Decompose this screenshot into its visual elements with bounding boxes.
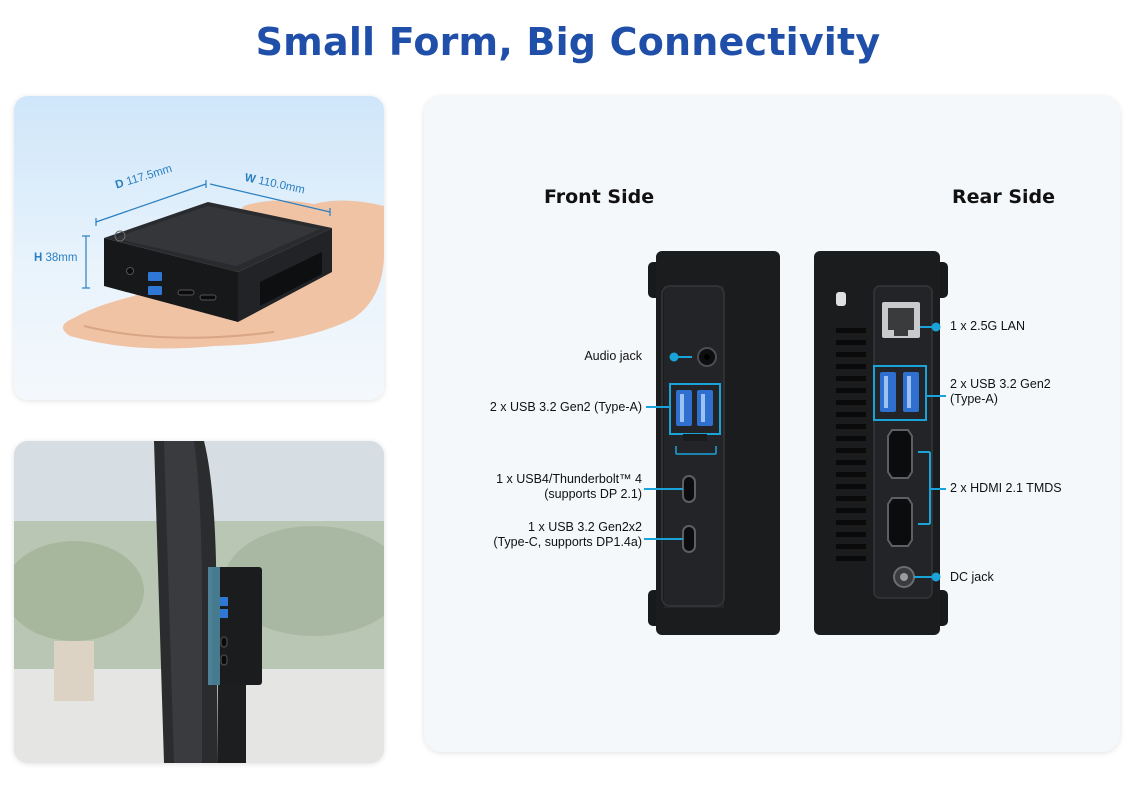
dimensions-card: D 117.5mm W 110.0mm H 38mm: [14, 96, 384, 400]
page-title: Small Form, Big Connectivity: [255, 20, 881, 64]
device-in-hand-illustration: [63, 180, 384, 349]
front-port-label-audio: Audio jack: [584, 349, 642, 363]
height-dimension: H 38mm: [34, 252, 78, 264]
front-side-heading: Front Side: [544, 186, 655, 208]
rear-port-label-dc: DC jack: [950, 570, 994, 584]
front-port-label-usb-a: 2 x USB 3.2 Gen2 (Type-A): [489, 400, 642, 414]
ports-card: Front Side Rear Side: [424, 96, 1120, 752]
monitor-mount-card: [14, 441, 384, 763]
ports-diagram: [644, 251, 948, 635]
rear-port-label-usb-a: 2 x USB 3.2 Gen2 (Type-A): [950, 377, 1051, 406]
monitor-mount-illustration: [14, 441, 384, 763]
front-port-label-thunderbolt: 1 x USB4/Thunderbolt™ 4 (supports DP 2.1…: [496, 472, 642, 501]
rear-side-heading: Rear Side: [952, 186, 1056, 208]
front-port-label-usb-c: 1 x USB 3.2 Gen2x2 (Type-C, supports DP1…: [493, 520, 642, 549]
rear-device: [814, 251, 948, 635]
rear-port-label-hdmi: 2 x HDMI 2.1 TMDS: [950, 481, 1062, 495]
rear-port-label-lan: 1 x 2.5G LAN: [950, 319, 1026, 333]
front-device: [648, 251, 780, 635]
